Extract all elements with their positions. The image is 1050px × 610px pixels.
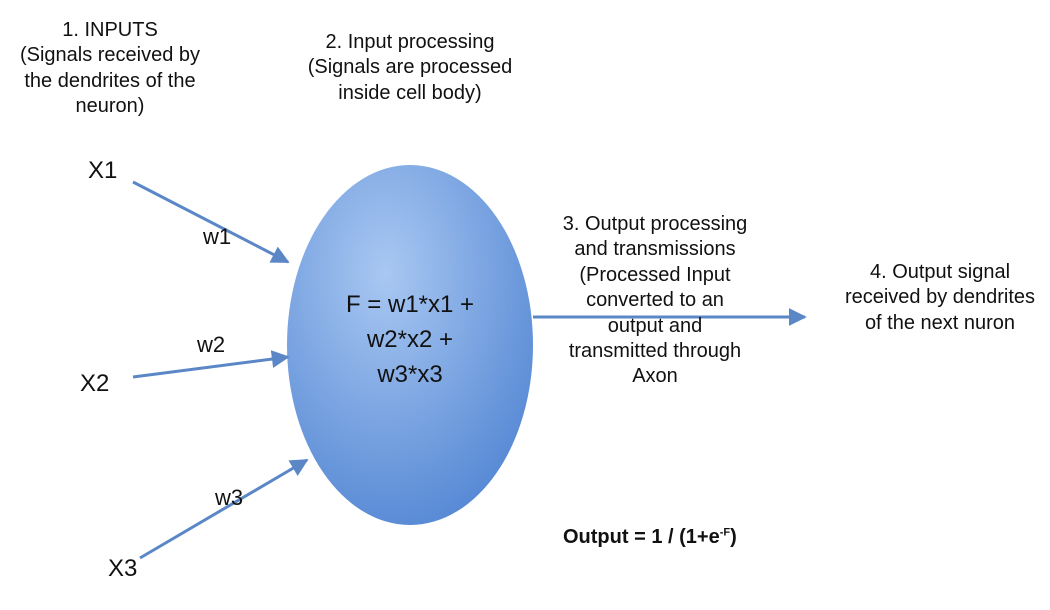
input-x1: X1 <box>88 157 118 184</box>
inputs-label: 1. INPUTS (Signals received by the dendr… <box>19 19 201 118</box>
output-processing-label: 3. Output processing and transmissions (… <box>562 213 748 388</box>
cell-body <box>287 165 533 525</box>
weight-w1: w1 <box>203 224 232 249</box>
input-x3: X3 <box>108 555 138 582</box>
input-processing-label: 2. Input processing (Signals are process… <box>307 31 513 104</box>
neuron-formula: F = w1*x1 + w2*x2 + w3*x3 <box>345 291 475 388</box>
output-signal-label: 4. Output signal received by dendrites o… <box>844 261 1036 334</box>
input-arrow-x2 <box>132 350 290 379</box>
weight-w2: w2 <box>197 332 226 357</box>
input-x2: X2 <box>80 370 110 397</box>
input-arrow-x3 <box>139 458 309 560</box>
output-equation: Output = 1 / (1+e-F) <box>563 526 737 548</box>
input-arrow-x1 <box>132 180 290 264</box>
weight-w3: w3 <box>215 485 244 510</box>
output-exponent: -F <box>719 526 731 539</box>
